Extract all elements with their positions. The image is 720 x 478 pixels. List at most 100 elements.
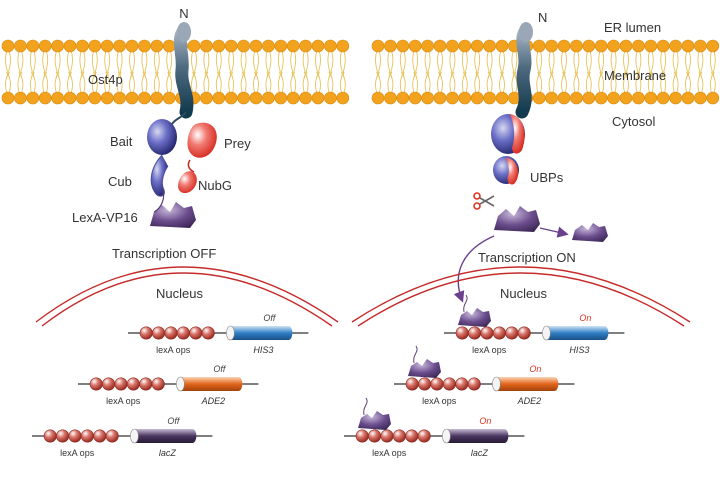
nucleus-label: Nucleus	[500, 286, 547, 301]
nucleus-label: Nucleus	[156, 286, 203, 301]
lipid-head	[63, 91, 77, 105]
lexa-operator	[442, 377, 456, 391]
lexa-vp16-protein	[494, 206, 540, 232]
nucleus-envelope-outer	[35, 266, 339, 323]
lipid-head	[63, 39, 77, 53]
lipid-head	[669, 39, 682, 53]
lipid-head	[38, 91, 52, 105]
arrow-icon	[539, 226, 569, 238]
lipid-head	[187, 39, 201, 53]
lipid-head	[38, 39, 52, 53]
lipid-head	[113, 91, 126, 105]
prey-label: Prey	[224, 136, 251, 151]
lipid-head	[212, 91, 226, 105]
lipid-head	[262, 91, 275, 105]
lipid-head	[249, 91, 263, 105]
lipid-head	[286, 39, 300, 53]
lexa-operator	[405, 429, 419, 443]
lexa-operator	[80, 429, 94, 443]
lipid-head	[545, 39, 558, 53]
lipid-head	[495, 39, 509, 53]
lipid-head	[681, 39, 695, 53]
lipid-head	[324, 91, 337, 105]
lipid-head	[421, 39, 434, 53]
operator-label: lexA ops	[156, 345, 191, 355]
lipid-head	[299, 39, 312, 53]
gene-status-label: Off	[263, 313, 277, 323]
membrane-label: Membrane	[604, 68, 666, 83]
lipid-head	[274, 91, 288, 105]
lexa-operator	[126, 377, 140, 391]
lipid-head	[656, 91, 670, 105]
lipid-head	[249, 39, 263, 53]
lexa-operator	[139, 326, 153, 340]
lipid-head	[138, 39, 151, 53]
bait-prey-complex	[491, 114, 525, 185]
lipid-head	[336, 91, 350, 105]
right-panel: N ER lumen Membrane Cytosol UBPs Transcr…	[351, 10, 691, 327]
gene-status-label: Off	[213, 364, 227, 374]
lipid-head	[26, 91, 40, 105]
lipid-head	[408, 91, 422, 105]
lexa-operator	[56, 429, 70, 443]
lipid-head	[162, 39, 176, 53]
ost4p-label: Ost4p	[88, 72, 123, 87]
reporter-gene-cylinder	[446, 429, 505, 443]
lipid-head	[594, 39, 608, 53]
lipid-head	[150, 91, 164, 105]
bound-lexa-vp16	[408, 359, 441, 378]
lipid-head	[632, 91, 645, 105]
lexa-operator	[105, 429, 119, 443]
lipid-head	[607, 91, 620, 105]
lexa-operator	[164, 326, 178, 340]
lipid-head	[706, 91, 720, 105]
nucleus-envelope-inner	[357, 272, 685, 327]
lipid-head	[200, 39, 213, 53]
gene-label: HIS3	[569, 345, 589, 355]
lipid-head	[26, 39, 40, 53]
lexa-operator	[417, 429, 431, 443]
lipid-head	[286, 91, 300, 105]
gene-status-label: On	[479, 416, 491, 426]
lexa-operator	[152, 326, 166, 340]
membrane-right	[371, 39, 720, 105]
lipid-head	[570, 39, 583, 53]
lexa-operator	[114, 377, 128, 391]
nubg-fragment	[178, 171, 197, 194]
state-label-off: Transcription OFF	[112, 246, 216, 261]
lipid-head	[384, 91, 397, 105]
gene-label: lacZ	[471, 448, 489, 458]
lipid-head	[458, 39, 472, 53]
lipid-head	[582, 91, 596, 105]
lexa-operator	[201, 326, 215, 340]
gene-label: lacZ	[159, 448, 177, 458]
lipid-head	[669, 91, 682, 105]
lipid-head	[632, 39, 645, 53]
lipid-head	[14, 91, 27, 105]
gene-label: HIS3	[253, 345, 273, 355]
lipid-head	[495, 91, 509, 105]
reporter-gene-cylinder	[180, 377, 239, 391]
lipid-head	[532, 39, 546, 53]
lipid-head	[408, 39, 422, 53]
lexa-operator	[355, 429, 369, 443]
reporter-gene-cylinder	[134, 429, 193, 443]
operator-label: lexA ops	[472, 345, 507, 355]
lipid-head	[125, 91, 139, 105]
lipid-head	[681, 91, 695, 105]
reporter-gene-cylinder	[496, 377, 555, 391]
lipid-head	[14, 39, 27, 53]
lipid-head	[262, 39, 275, 53]
n-terminus-cap	[177, 22, 191, 42]
lipid-head	[619, 39, 633, 53]
cub-fragment	[150, 154, 169, 197]
lipid-head	[706, 39, 720, 53]
lipid-head	[162, 91, 176, 105]
lexa-vp16-protein	[150, 189, 196, 228]
lexa-operator	[102, 377, 116, 391]
gene-label: ADE2	[517, 396, 542, 406]
lexa-operator	[189, 326, 203, 340]
cytosol-label: Cytosol	[612, 114, 655, 129]
